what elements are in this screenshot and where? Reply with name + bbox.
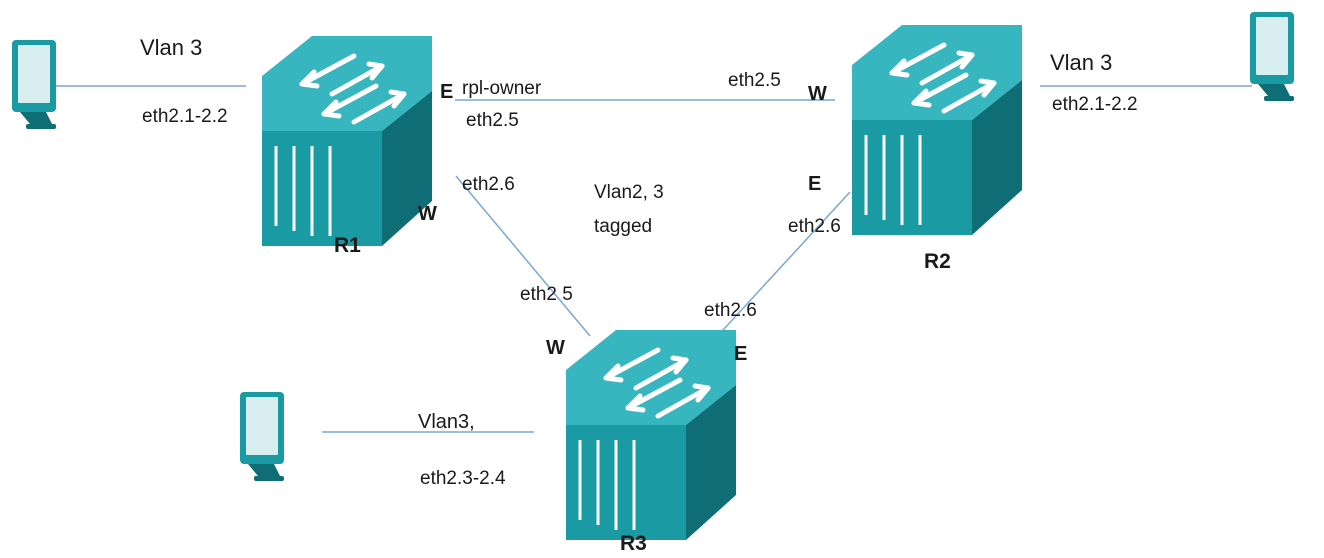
r3-switch-icon xyxy=(566,330,736,540)
r2-name: R2 xyxy=(924,250,951,273)
r3-name: R3 xyxy=(620,532,647,555)
r3-host-monitor-icon xyxy=(240,392,284,481)
r1-name: R1 xyxy=(334,234,361,257)
r2-east-port-label: eth2.6 xyxy=(788,216,841,237)
r1-host-monitor-icon xyxy=(12,40,56,129)
r2-west-marker: W xyxy=(808,83,827,105)
r1-east-marker: E xyxy=(440,81,453,103)
ring-vlan-label: Vlan2, 3 xyxy=(594,182,664,203)
r2-switch-icon xyxy=(852,25,1022,235)
r1-rpl-owner-label: rpl-owner xyxy=(462,78,542,99)
r1-west-port-label: eth2.6 xyxy=(462,174,515,195)
r2-west-port-label: eth2.5 xyxy=(728,70,781,91)
r1-west-marker: W xyxy=(418,203,437,225)
ring-tagged-label: tagged xyxy=(594,216,652,237)
r3-east-marker: E xyxy=(734,343,747,365)
devices-layer xyxy=(12,12,1294,540)
r3-west-port-label: eth2 5 xyxy=(520,284,573,305)
r1-vlan-label: Vlan 3 xyxy=(140,35,202,60)
r3-west-marker: W xyxy=(546,337,565,359)
r1-switch-icon xyxy=(262,36,432,246)
r1-host-port-label: eth2.1-2.2 xyxy=(142,106,228,127)
r2-east-marker: E xyxy=(808,173,821,195)
r3-east-port-label: eth2.6 xyxy=(704,300,757,321)
r2-host-monitor-icon xyxy=(1250,12,1294,101)
links-layer xyxy=(40,85,1252,433)
r3-host-port-label: eth2.3-2.4 xyxy=(420,468,506,489)
link-r2-r3 xyxy=(711,191,851,343)
r3-vlan-label: Vlan3, xyxy=(418,411,475,433)
link-r1-r3 xyxy=(455,175,591,337)
r1-east-port-label: eth2.5 xyxy=(466,110,519,131)
r2-host-port-label: eth2.1-2.2 xyxy=(1052,94,1138,115)
r2-vlan-label: Vlan 3 xyxy=(1050,50,1112,75)
